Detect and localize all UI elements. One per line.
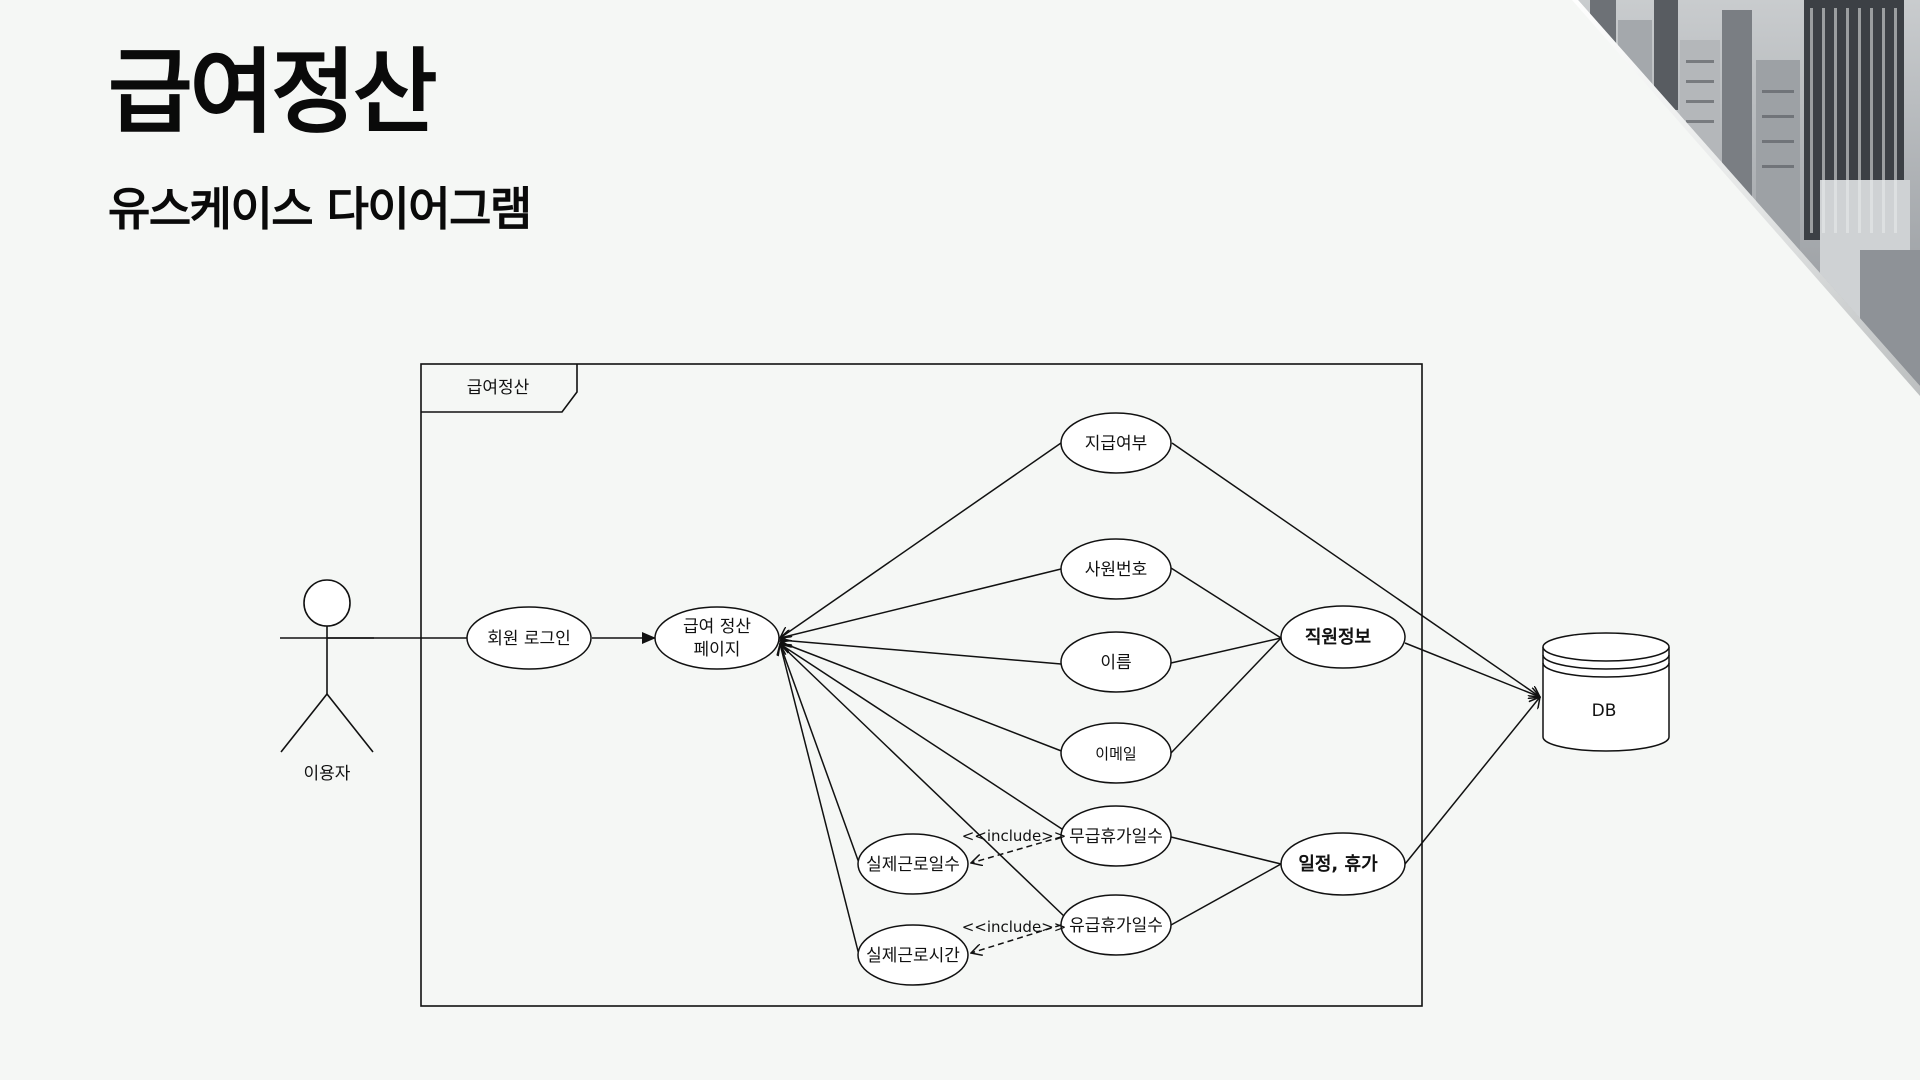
- edge-info-db: [1404, 642, 1540, 697]
- database-label: DB: [1592, 701, 1617, 721]
- edge-paid-schedule: [1170, 863, 1282, 926]
- usecase-paid-leave-days-label: 유급휴가일수: [1069, 916, 1163, 936]
- edge-payment-page: [780, 442, 1062, 638]
- edge-empno-page: [780, 568, 1062, 638]
- usecase-name: [1060, 631, 1172, 693]
- usecase-actual-work-days-label: 실제근로일수: [866, 855, 960, 875]
- edge-schedule-db: [1404, 697, 1540, 865]
- edge-paid-page: [780, 644, 1067, 919]
- edge-unpaid-schedule: [1170, 836, 1282, 865]
- actor-label: 이용자: [304, 764, 351, 784]
- actor-user: [280, 579, 374, 753]
- usecase-payroll-page: [654, 606, 780, 670]
- usecase-actual-work-hours: [857, 924, 969, 986]
- usecase-login-label: 회원 로그인: [487, 629, 571, 649]
- usecase-employee-number: [1060, 538, 1172, 600]
- edge-name-info: [1170, 637, 1282, 664]
- include-label-unpaid: <<include>>: [962, 827, 1067, 845]
- usecase-email-label: 이메일: [1095, 745, 1136, 763]
- connections: [327, 442, 1540, 956]
- include-label-paid: <<include>>: [962, 918, 1067, 936]
- system-boundary-frame: [420, 363, 1423, 1007]
- usecase-login: [466, 606, 592, 670]
- slide-subtitle: 유스케이스 다이어그램: [108, 182, 532, 236]
- usecase-email: [1060, 722, 1172, 784]
- db-band-1: [1542, 654, 1670, 670]
- edge-email-info: [1170, 637, 1282, 754]
- usecase-name-label: 이름: [1100, 653, 1131, 673]
- actor-leg-left: [280, 693, 328, 753]
- usecase-unpaid-leave-days-label: 무급휴가일수: [1069, 827, 1163, 847]
- edge-workhours-page: [780, 644, 860, 956]
- slide-title: 급여정산: [108, 39, 438, 146]
- usecase-paid-leave-days: [1060, 894, 1172, 956]
- edge-include-unpaid-workdays: [971, 836, 1062, 863]
- edge-email-page: [780, 642, 1065, 753]
- db-body: [1542, 647, 1670, 752]
- db-band-2: [1542, 662, 1670, 678]
- usecase-employee-number-label: 사원번호: [1085, 560, 1148, 580]
- edge-empno-info: [1170, 567, 1282, 639]
- edge-name-page: [780, 640, 1062, 665]
- usecase-schedule-leave-label: 일정, 휴가: [1298, 854, 1378, 875]
- usecase-employee-info-label: 직원정보: [1305, 627, 1371, 648]
- usecase-payment-status-label: 지급여부: [1085, 434, 1148, 454]
- usecase-actual-work-hours-label: 실제근로시간: [866, 946, 960, 966]
- usecase-actual-work-days: [857, 833, 969, 895]
- usecase-employee-info: [1280, 605, 1406, 669]
- database-cylinder: [1542, 632, 1670, 752]
- usecase-schedule-leave: [1280, 832, 1406, 896]
- usecase-payroll-page-label-2: 페이지: [694, 640, 741, 660]
- edge-unpaid-page: [780, 644, 1066, 832]
- edge-include-paid-workhours: [971, 924, 1062, 953]
- usecase-unpaid-leave-days: [1060, 805, 1172, 867]
- frame-label-tab: [421, 364, 578, 413]
- db-top: [1542, 632, 1670, 662]
- usecase-payment-status: [1060, 412, 1172, 474]
- frame-label: 급여정산: [467, 378, 530, 398]
- actor-leg-right: [326, 693, 374, 753]
- edge-workdays-page: [780, 644, 860, 864]
- usecase-payroll-page-label-1: 급여 정산: [683, 617, 751, 637]
- actor-head: [303, 579, 351, 627]
- edge-payment-db: [1171, 442, 1540, 697]
